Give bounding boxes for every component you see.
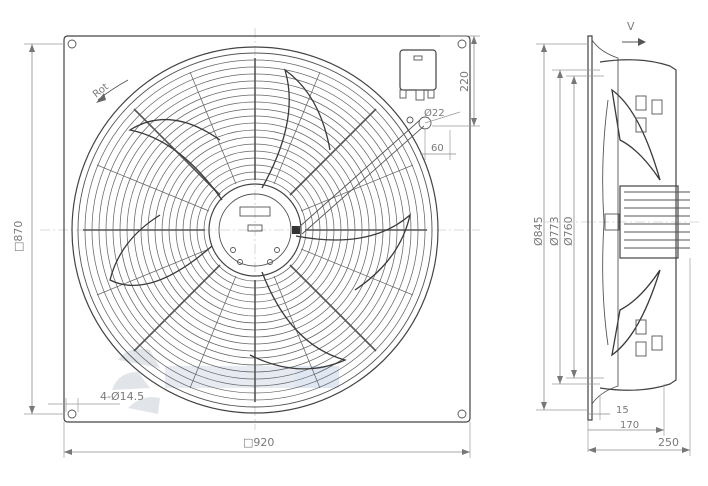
airflow-arrow-icon [638, 38, 646, 46]
cable-gland [427, 89, 435, 99]
cable-gland [415, 89, 425, 101]
motor-cooling-fins [624, 191, 690, 249]
dim-dia-1-label: Ø845 [532, 216, 545, 246]
dim-gland: Ø22 [424, 107, 461, 124]
dim-terminal-offset: 220 [432, 35, 480, 127]
motor-shaft-cap [247, 224, 263, 232]
dim-depth-3: 250 [588, 258, 691, 456]
motor-nameplate [239, 206, 271, 217]
side-blade-upper [611, 88, 661, 181]
dim-gland-offset-label: 60 [431, 143, 444, 154]
hub-bolt [274, 247, 280, 253]
dim-depth-1-label: 15 [616, 405, 629, 416]
dim-gland-offset: 60 [420, 130, 456, 160]
hub-bolt [237, 259, 243, 265]
dim-overall-width: □920 [63, 422, 471, 458]
side-motor-shaft [604, 213, 620, 231]
mount-hole-bottom-left [67, 409, 77, 419]
dim-dia-3-label: Ø760 [562, 216, 575, 246]
mount-hole-top-right [457, 39, 467, 49]
airflow-label: V [627, 20, 635, 33]
mount-hole-bottom-right [457, 409, 467, 419]
dim-dia-3: Ø760 [562, 75, 604, 379]
motor-cable [297, 119, 421, 229]
rotation-indicator: Rot [91, 79, 129, 103]
dim-dia-1: Ø845 [532, 43, 588, 411]
dim-overall-height: □870 [12, 43, 64, 415]
side-grille-brackets [635, 95, 663, 357]
rotation-arrow-icon [96, 93, 106, 103]
side-mounting-flange [587, 35, 593, 421]
dim-mount-holes: 4-Ø14.5 [48, 390, 144, 412]
dim-overall-width-label: □920 [243, 436, 274, 449]
side-blade-lower [611, 269, 661, 357]
front-view: Rot □920 □870 4-Ø14.5 [12, 28, 480, 458]
gland-hole [418, 116, 432, 130]
dim-depth-2: 170 [588, 384, 665, 436]
cable-gland [399, 89, 407, 99]
impeller-blades [109, 68, 412, 370]
dim-dia-2-label: Ø773 [548, 216, 561, 246]
airflow-indicator: V [622, 20, 646, 46]
side-view: V Ø845 Ø773 Ø76 [532, 20, 700, 456]
dim-overall-height-label: □870 [12, 221, 25, 252]
cable-clamp [292, 226, 300, 234]
motor-hub-outer [208, 183, 302, 277]
dim-terminal-offset-label: 220 [458, 71, 471, 92]
mounting-plate [63, 35, 471, 423]
dim-mount-holes-label: 4-Ø14.5 [100, 390, 144, 403]
dim-depth-3-label: 250 [658, 436, 679, 449]
terminal-box-label [413, 55, 423, 61]
mount-hole-top-left [67, 39, 77, 49]
rotation-label: Rot [91, 81, 111, 100]
hub-bolt [230, 247, 236, 253]
hub-bolt [267, 259, 273, 265]
side-venturi-profile [599, 59, 677, 391]
side-motor-housing [619, 185, 679, 259]
venturi-inner-ring [77, 52, 433, 408]
motor-hub-inner [218, 193, 292, 267]
dim-depth-1: 15 [587, 396, 629, 452]
dim-gland-label: Ø22 [424, 107, 445, 119]
dim-dia-2: Ø773 [548, 69, 600, 385]
cable-entry [406, 116, 414, 124]
venturi-outer-ring [71, 46, 439, 414]
dim-depth-2-label: 170 [620, 420, 639, 431]
